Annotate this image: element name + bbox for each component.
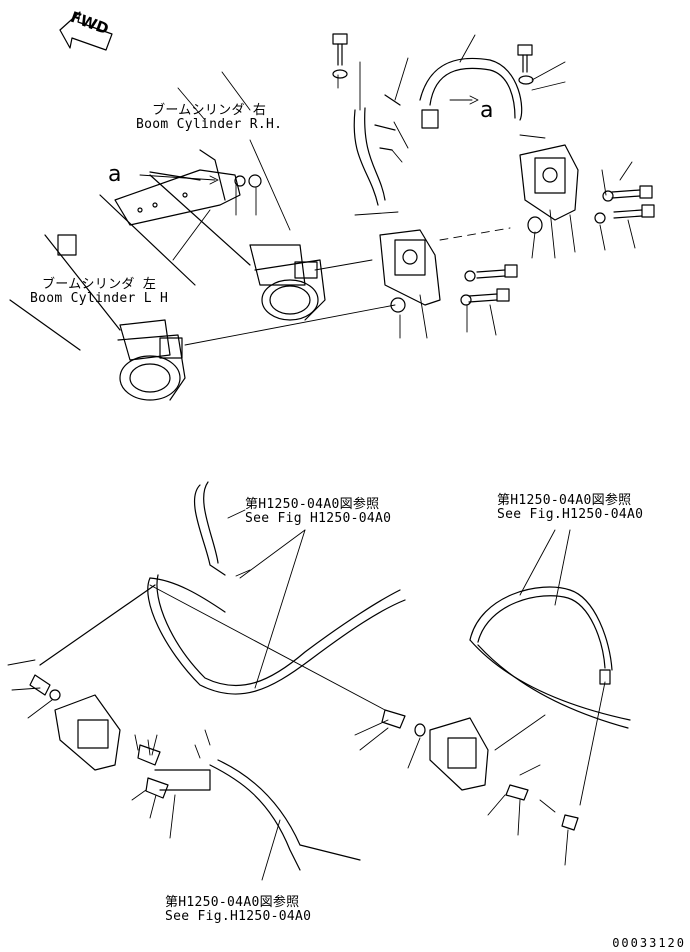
valve-bottom-left <box>29 674 169 799</box>
ref-a-left: a <box>108 162 122 187</box>
hose-bottom-lower <box>154 759 361 871</box>
label-see-fig-lower: 第H1250-04A0図参照 See Fig.H1250-04A0 <box>165 896 311 924</box>
leader-lines-bottom <box>7 509 606 881</box>
label-see-fig-lower-en: See Fig.H1250-04A0 <box>165 909 312 924</box>
label-boom-cylinder-lh-en: Boom Cylinder L H <box>30 291 169 306</box>
hose-bottom-right <box>469 586 631 729</box>
valve-bottom-right <box>381 709 579 831</box>
boom-cylinder-lh <box>9 234 186 401</box>
hose-top <box>353 57 523 206</box>
drawing-code: 00033120 <box>612 936 686 950</box>
label-see-fig-upper-center: 第H1250-04A0図参照 See Fig H1250-04A0 <box>245 498 391 526</box>
ref-a-right: a <box>480 98 494 123</box>
label-see-fig-upper-center-jp: 第H1250-04A0図参照 <box>245 497 380 512</box>
safety-valve-upper <box>519 144 579 234</box>
label-see-fig-upper-center-en: See Fig H1250-04A0 <box>245 511 392 526</box>
forward-arrow-icon <box>59 11 113 51</box>
hose-bottom-main <box>39 481 406 695</box>
label-boom-cylinder-lh-jp: ブームシリンダ 左 <box>42 277 157 292</box>
label-boom-cylinder-rh-jp: ブームシリンダ 右 <box>152 103 267 118</box>
bolts <box>332 33 655 306</box>
label-see-fig-upper-right-jp: 第H1250-04A0図参照 <box>497 493 632 508</box>
label-see-fig-upper-right: 第H1250-04A0図参照 See Fig.H1250-04A0 <box>497 494 643 522</box>
label-see-fig-upper-right-en: See Fig.H1250-04A0 <box>497 507 644 522</box>
bracket <box>114 149 262 226</box>
label-boom-cylinder-lh: ブームシリンダ 左 Boom Cylinder L H <box>30 278 168 306</box>
boom-cylinder-rh <box>59 29 326 321</box>
safety-valve-lower <box>379 229 441 313</box>
label-boom-cylinder-rh-en: Boom Cylinder R.H. <box>136 117 283 132</box>
leader-lines-top <box>139 34 636 346</box>
label-boom-cylinder-rh: ブームシリンダ 右 Boom Cylinder R.H. <box>136 104 282 132</box>
label-see-fig-lower-jp: 第H1250-04A0図参照 <box>165 895 300 910</box>
